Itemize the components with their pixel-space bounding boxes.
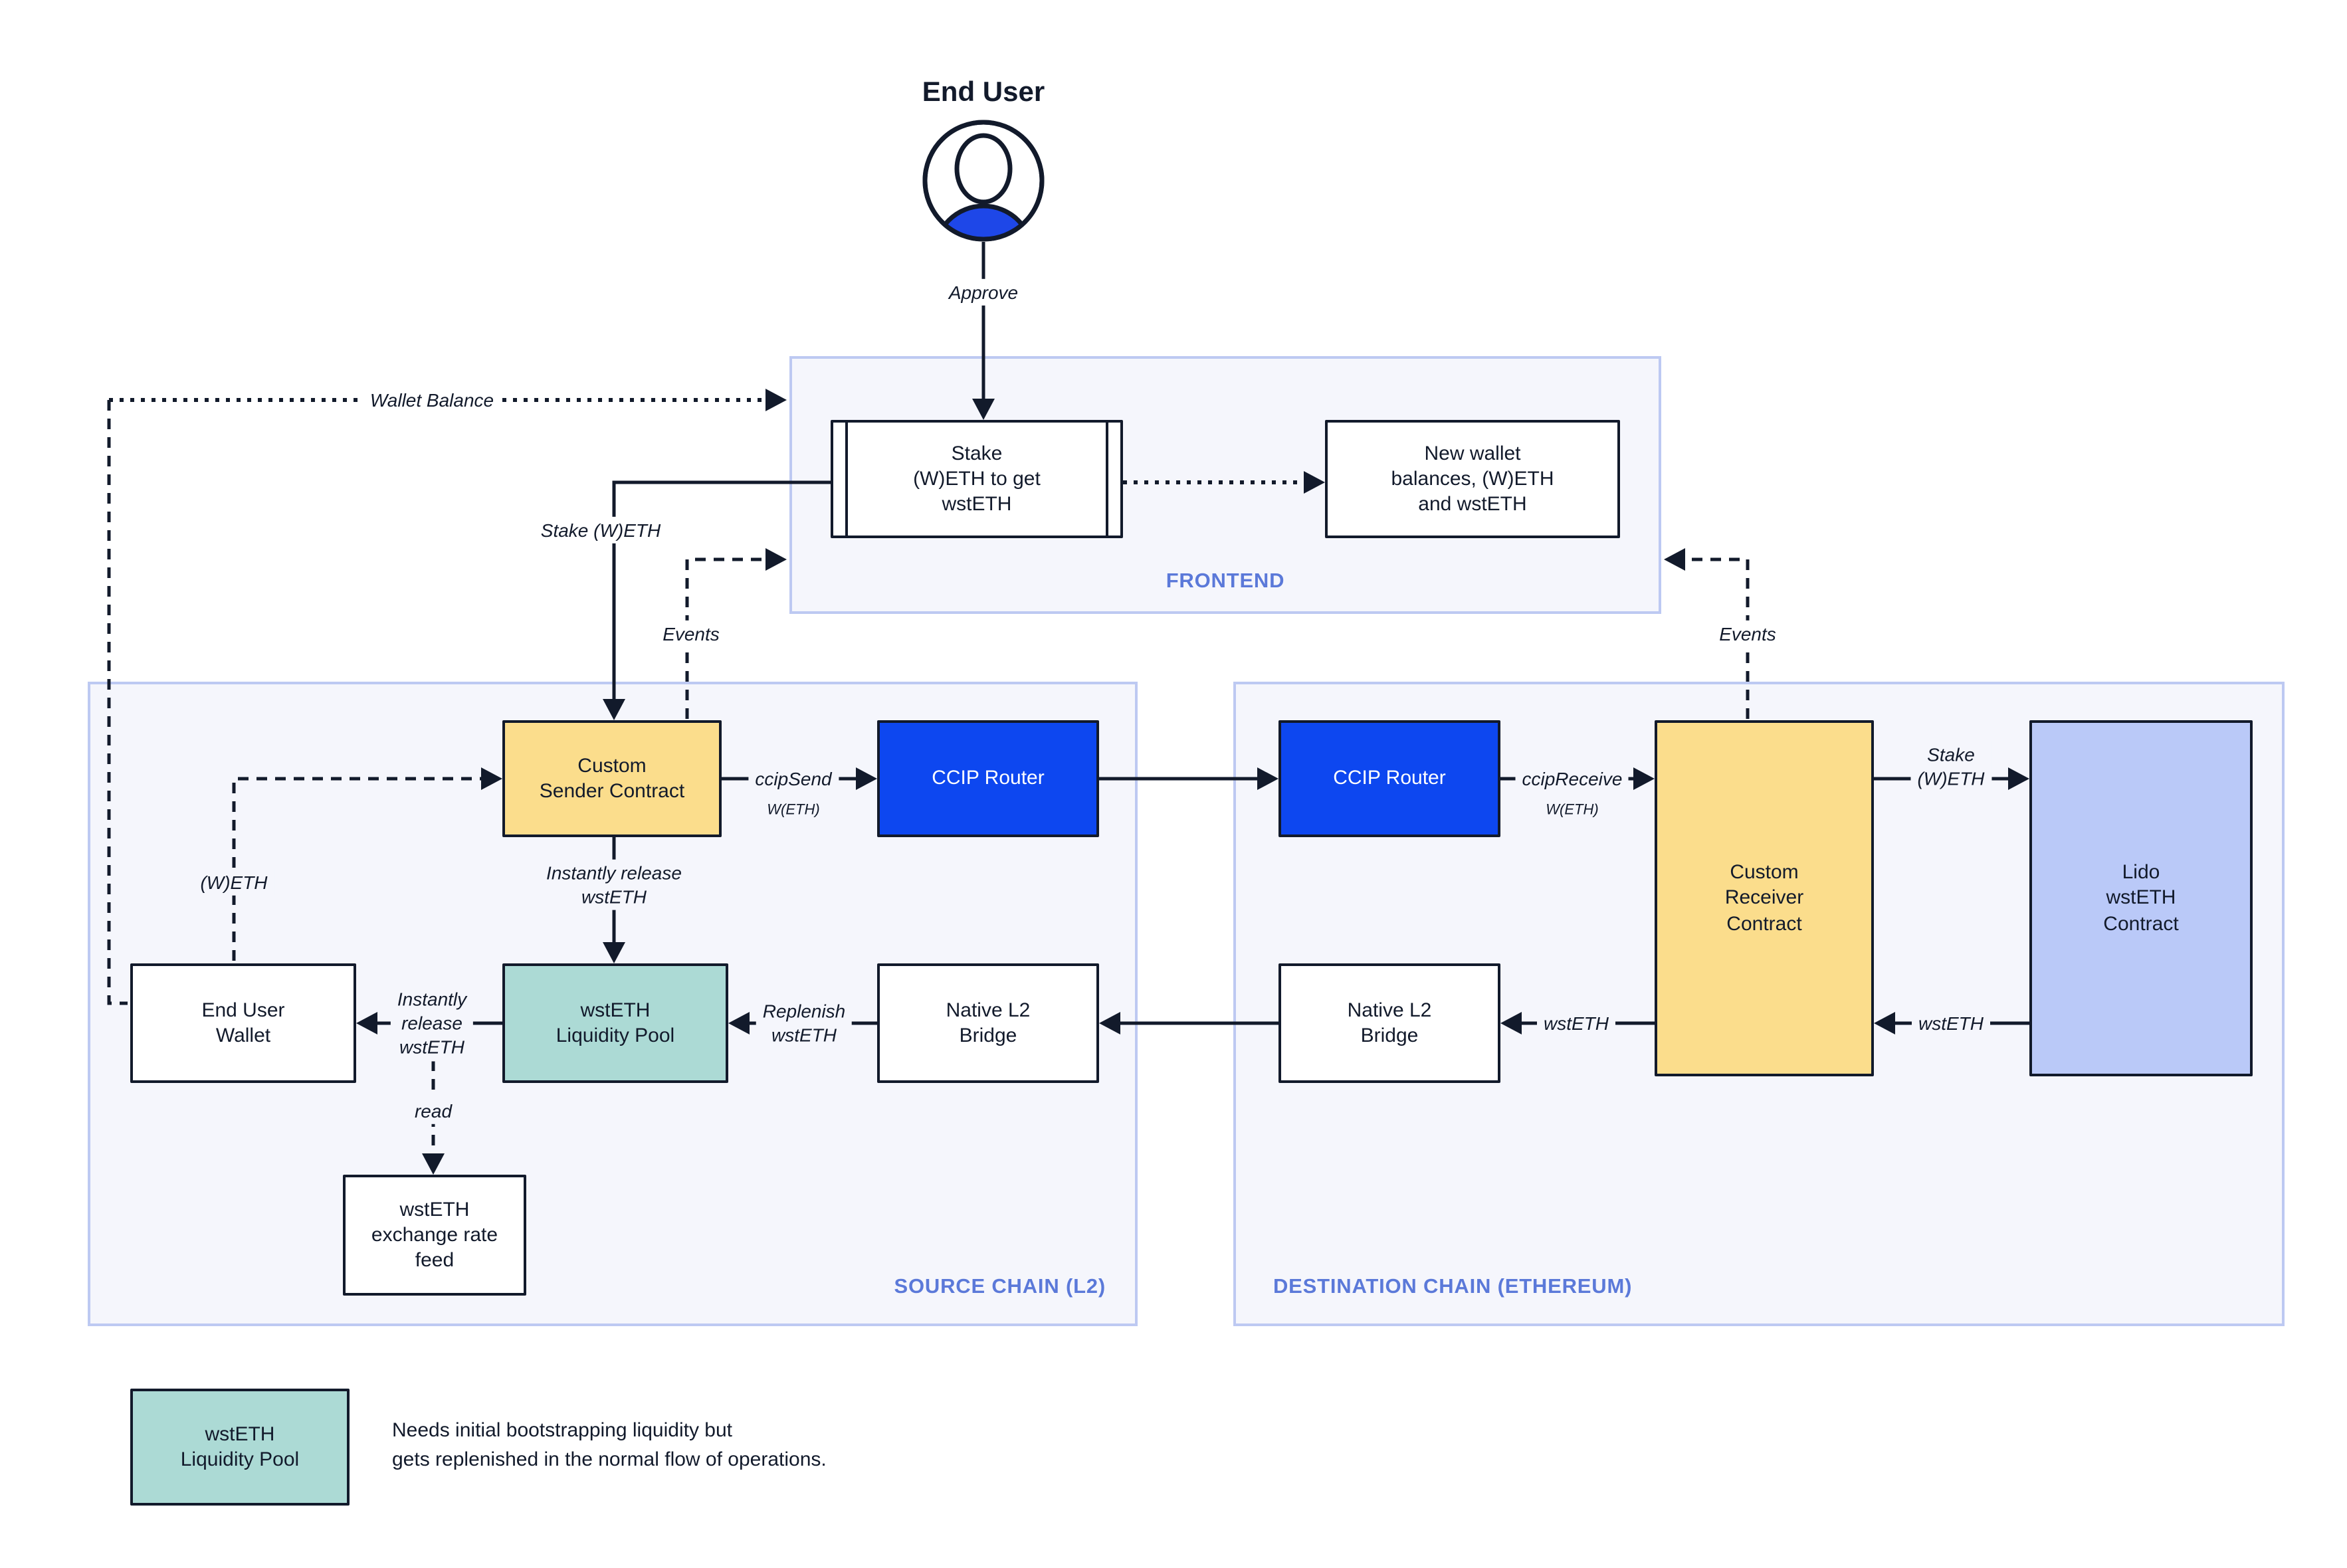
arrowhead-ccip-receive xyxy=(1633,767,1655,790)
arrowhead-pool-wallet xyxy=(356,1012,377,1034)
lido-text: Lido wstETH Contract xyxy=(2103,861,2179,935)
edge-label-ccip-send: ccipSend xyxy=(748,765,839,793)
native-bridge-source-text: Native L2 Bridge xyxy=(946,999,1031,1047)
connector-events-right xyxy=(1684,557,1750,719)
edge-label-stake-weth-right: Stake (W)ETH xyxy=(1910,741,1991,793)
arrowhead-read xyxy=(422,1153,445,1175)
legend-swatch-text: wstETH Liquidity Pool xyxy=(180,1422,300,1471)
custom-sender-text: Custom Sender Contract xyxy=(539,754,685,803)
legend-swatch-box: wstETH Liquidity Pool xyxy=(130,1389,350,1506)
edge-label-events-left: Events xyxy=(656,620,726,648)
exchange-feed-text: wstETH exchange rate feed xyxy=(371,1198,498,1272)
arrowhead-router-router xyxy=(1257,767,1278,790)
arrowhead-replenish xyxy=(728,1012,750,1034)
stake-box: Stake (W)ETH to get wstETH xyxy=(831,420,1123,538)
arrowhead-events-right xyxy=(1664,548,1685,571)
connector-balance-to-wallet xyxy=(107,400,128,1005)
edge-label-wallet-balance: Wallet Balance xyxy=(363,386,501,414)
edge-label-wsteth-from-lido: wstETH xyxy=(1912,1009,1990,1037)
connector-weth-to-sender xyxy=(232,777,482,961)
edge-label-stake-weth: Stake (W)ETH xyxy=(534,516,668,544)
wsteth-liquidity-pool: wstETH Liquidity Pool xyxy=(502,963,728,1083)
edge-label-replenish: Replenish wstETH xyxy=(756,997,853,1049)
legend-caption: Needs initial bootstrapping liquidity bu… xyxy=(392,1419,827,1471)
arrowhead-newwallet xyxy=(1304,471,1325,494)
arrowhead-approve xyxy=(972,399,995,420)
end-user-title: End User xyxy=(922,77,1045,108)
custom-receiver-contract: Custom Receiver Contract xyxy=(1655,720,1874,1076)
new-wallet-box: New wallet balances, (W)ETH and wstETH xyxy=(1325,420,1620,538)
arrowhead-weth xyxy=(481,767,502,790)
stake-box-text: Stake (W)ETH to get wstETH xyxy=(913,442,1041,516)
lido-wsteth-contract: Lido wstETH Contract xyxy=(2029,720,2253,1076)
liquidity-pool-text: wstETH Liquidity Pool xyxy=(556,999,675,1047)
edge-label-instantly-release-left: Instantly release wstETH xyxy=(390,985,474,1061)
ccip-router-source: CCIP Router xyxy=(877,720,1099,837)
edge-label-ccip-send-token: W(ETH) xyxy=(762,801,825,821)
new-wallet-box-text: New wallet balances, (W)ETH and wstETH xyxy=(1391,442,1554,516)
edge-label-weth: (W)ETH xyxy=(193,868,274,896)
edge-label-instantly-release-down: Instantly release wstETH xyxy=(540,859,688,911)
arrowhead-ccip-send xyxy=(856,767,877,790)
edge-label-ccip-receive-token: W(ETH) xyxy=(1540,801,1604,821)
arrowhead-events-left xyxy=(765,548,787,571)
source-chain-label: SOURCE CHAIN (L2) xyxy=(894,1276,1106,1298)
wsteth-exchange-rate-feed: wstETH exchange rate feed xyxy=(343,1175,526,1296)
end-user-wallet-text: End User Wallet xyxy=(201,999,285,1047)
edge-label-events-right: Events xyxy=(1712,620,1783,648)
edge-label-approve: Approve xyxy=(942,278,1025,306)
native-bridge-destination-text: Native L2 Bridge xyxy=(1347,999,1432,1047)
arrowhead-instantly-release xyxy=(603,942,625,963)
stake-box-side-bars xyxy=(845,423,1108,536)
ccip-router-destination-text: CCIP Router xyxy=(1333,767,1446,790)
end-user-wallet: End User Wallet xyxy=(130,963,356,1083)
arrowheads xyxy=(356,389,2029,1175)
native-l2-bridge-destination: Native L2 Bridge xyxy=(1278,963,1500,1083)
connector-events-left xyxy=(685,557,767,719)
edge-label-wsteth-to-bridge: wstETH xyxy=(1537,1009,1615,1037)
arrowhead-bridge-bridge xyxy=(1099,1012,1120,1034)
custom-receiver-text: Custom Receiver Contract xyxy=(1724,861,1804,935)
ccip-router-destination: CCIP Router xyxy=(1278,720,1500,837)
ccip-router-source-text: CCIP Router xyxy=(932,767,1045,790)
edge-label-read: read xyxy=(407,1097,459,1125)
arrowhead-stake-weth xyxy=(603,699,625,720)
arrowhead-wsteth-bridge xyxy=(1500,1012,1522,1034)
native-l2-bridge-source: Native L2 Bridge xyxy=(877,963,1099,1083)
end-user-icon xyxy=(922,120,1045,242)
arrowhead-wallet-balance xyxy=(765,389,787,411)
custom-sender-contract: Custom Sender Contract xyxy=(502,720,722,837)
destination-chain-label: DESTINATION CHAIN (ETHEREUM) xyxy=(1273,1276,1633,1298)
frontend-label: FRONTEND xyxy=(1166,570,1285,593)
arrowhead-stake-right xyxy=(2008,767,2029,790)
edge-label-ccip-receive: ccipReceive xyxy=(1515,765,1629,793)
arrowhead-wsteth-lido xyxy=(1874,1012,1895,1034)
dotted-connectors xyxy=(109,398,1305,484)
connector-stake-weth-elbow xyxy=(612,480,831,700)
